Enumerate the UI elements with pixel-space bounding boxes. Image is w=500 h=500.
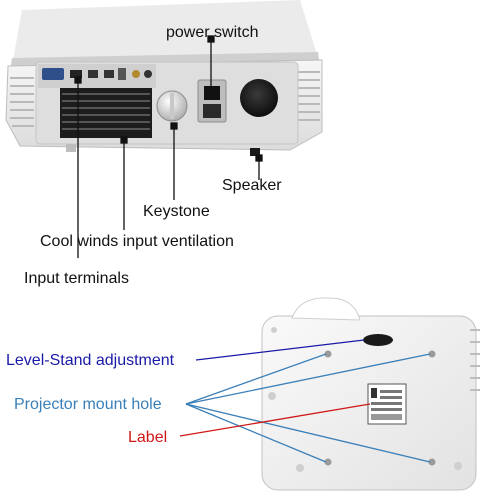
keystone-label: Keystone	[143, 203, 210, 220]
top-callout-lines	[74, 35, 263, 258]
projector-bottom-photo	[261, 297, 480, 491]
power-switch-unit	[197, 79, 227, 123]
input-terminals-panel	[38, 64, 156, 88]
label-line	[179, 403, 371, 437]
speaker-label: Speaker	[222, 177, 282, 194]
label-label: Label	[128, 429, 168, 446]
side-vent-right	[298, 71, 320, 121]
ventilation-grille	[60, 88, 152, 138]
mount-hole-lines	[185, 353, 431, 463]
keystone-knob	[156, 90, 188, 122]
level-stand-line	[195, 339, 365, 361]
mount-hole-label: Projector mount hole	[14, 396, 162, 413]
power-switch-label: power switch	[166, 24, 259, 41]
projector-rear-photo	[5, 0, 323, 156]
input-terminals-label: Input terminals	[24, 270, 129, 287]
level-stand-label: Level-Stand adjustment	[6, 352, 175, 369]
speaker-grille	[240, 79, 278, 117]
cool-winds-label: Cool winds input ventilation	[40, 233, 234, 250]
side-vent-left	[10, 77, 34, 127]
